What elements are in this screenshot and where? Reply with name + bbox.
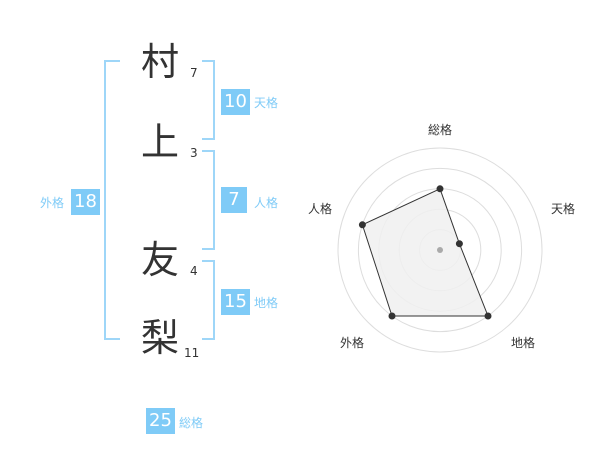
gaikaku-value: 18 xyxy=(71,189,100,215)
name-char-2: 上 xyxy=(140,120,179,164)
gaikaku-label: 外格 xyxy=(40,196,65,210)
radar-point-4 xyxy=(358,221,366,229)
soukaku-label: 総格 xyxy=(179,416,204,430)
tenkaku-label: 天格 xyxy=(254,96,279,110)
radar-point-3 xyxy=(388,312,396,320)
tenkaku-value: 10 xyxy=(221,89,250,115)
radar-ring-5 xyxy=(337,147,543,353)
gaikaku-bracket xyxy=(104,60,120,340)
stroke-count-2: 3 xyxy=(190,146,198,160)
radar-axis-label-tenkaku: 天格 xyxy=(551,202,576,216)
name-char-1: 村 xyxy=(140,40,179,84)
name-char-3: 友 xyxy=(140,238,179,282)
name-char-4: 梨 xyxy=(140,316,179,360)
radar-axis-label-chikaku: 地格 xyxy=(511,336,536,350)
radar-ring-4 xyxy=(357,167,523,333)
radar-point-1 xyxy=(455,240,463,248)
radar-point-2 xyxy=(484,312,492,320)
jinkaku-label: 人格 xyxy=(254,196,279,210)
radar-center-dot xyxy=(437,247,443,253)
radar-polygon xyxy=(361,188,489,317)
stroke-count-1: 7 xyxy=(190,66,198,80)
tenkaku-bracket xyxy=(202,60,215,140)
radar-point-0 xyxy=(436,185,444,193)
soukaku-value: 25 xyxy=(146,408,175,434)
radar-axis-label-gaikaku: 外格 xyxy=(340,336,365,350)
jinkaku-value: 7 xyxy=(221,187,247,213)
radar-axis-label-soukaku: 総格 xyxy=(428,123,453,137)
stroke-count-3: 4 xyxy=(190,264,198,278)
jinkaku-bracket xyxy=(202,150,215,250)
chikaku-bracket xyxy=(202,260,215,340)
chikaku-label: 地格 xyxy=(254,296,279,310)
radar-axis-label-jinkaku: 人格 xyxy=(308,202,333,216)
chikaku-value: 15 xyxy=(221,289,250,315)
stroke-count-4: 11 xyxy=(184,346,200,360)
